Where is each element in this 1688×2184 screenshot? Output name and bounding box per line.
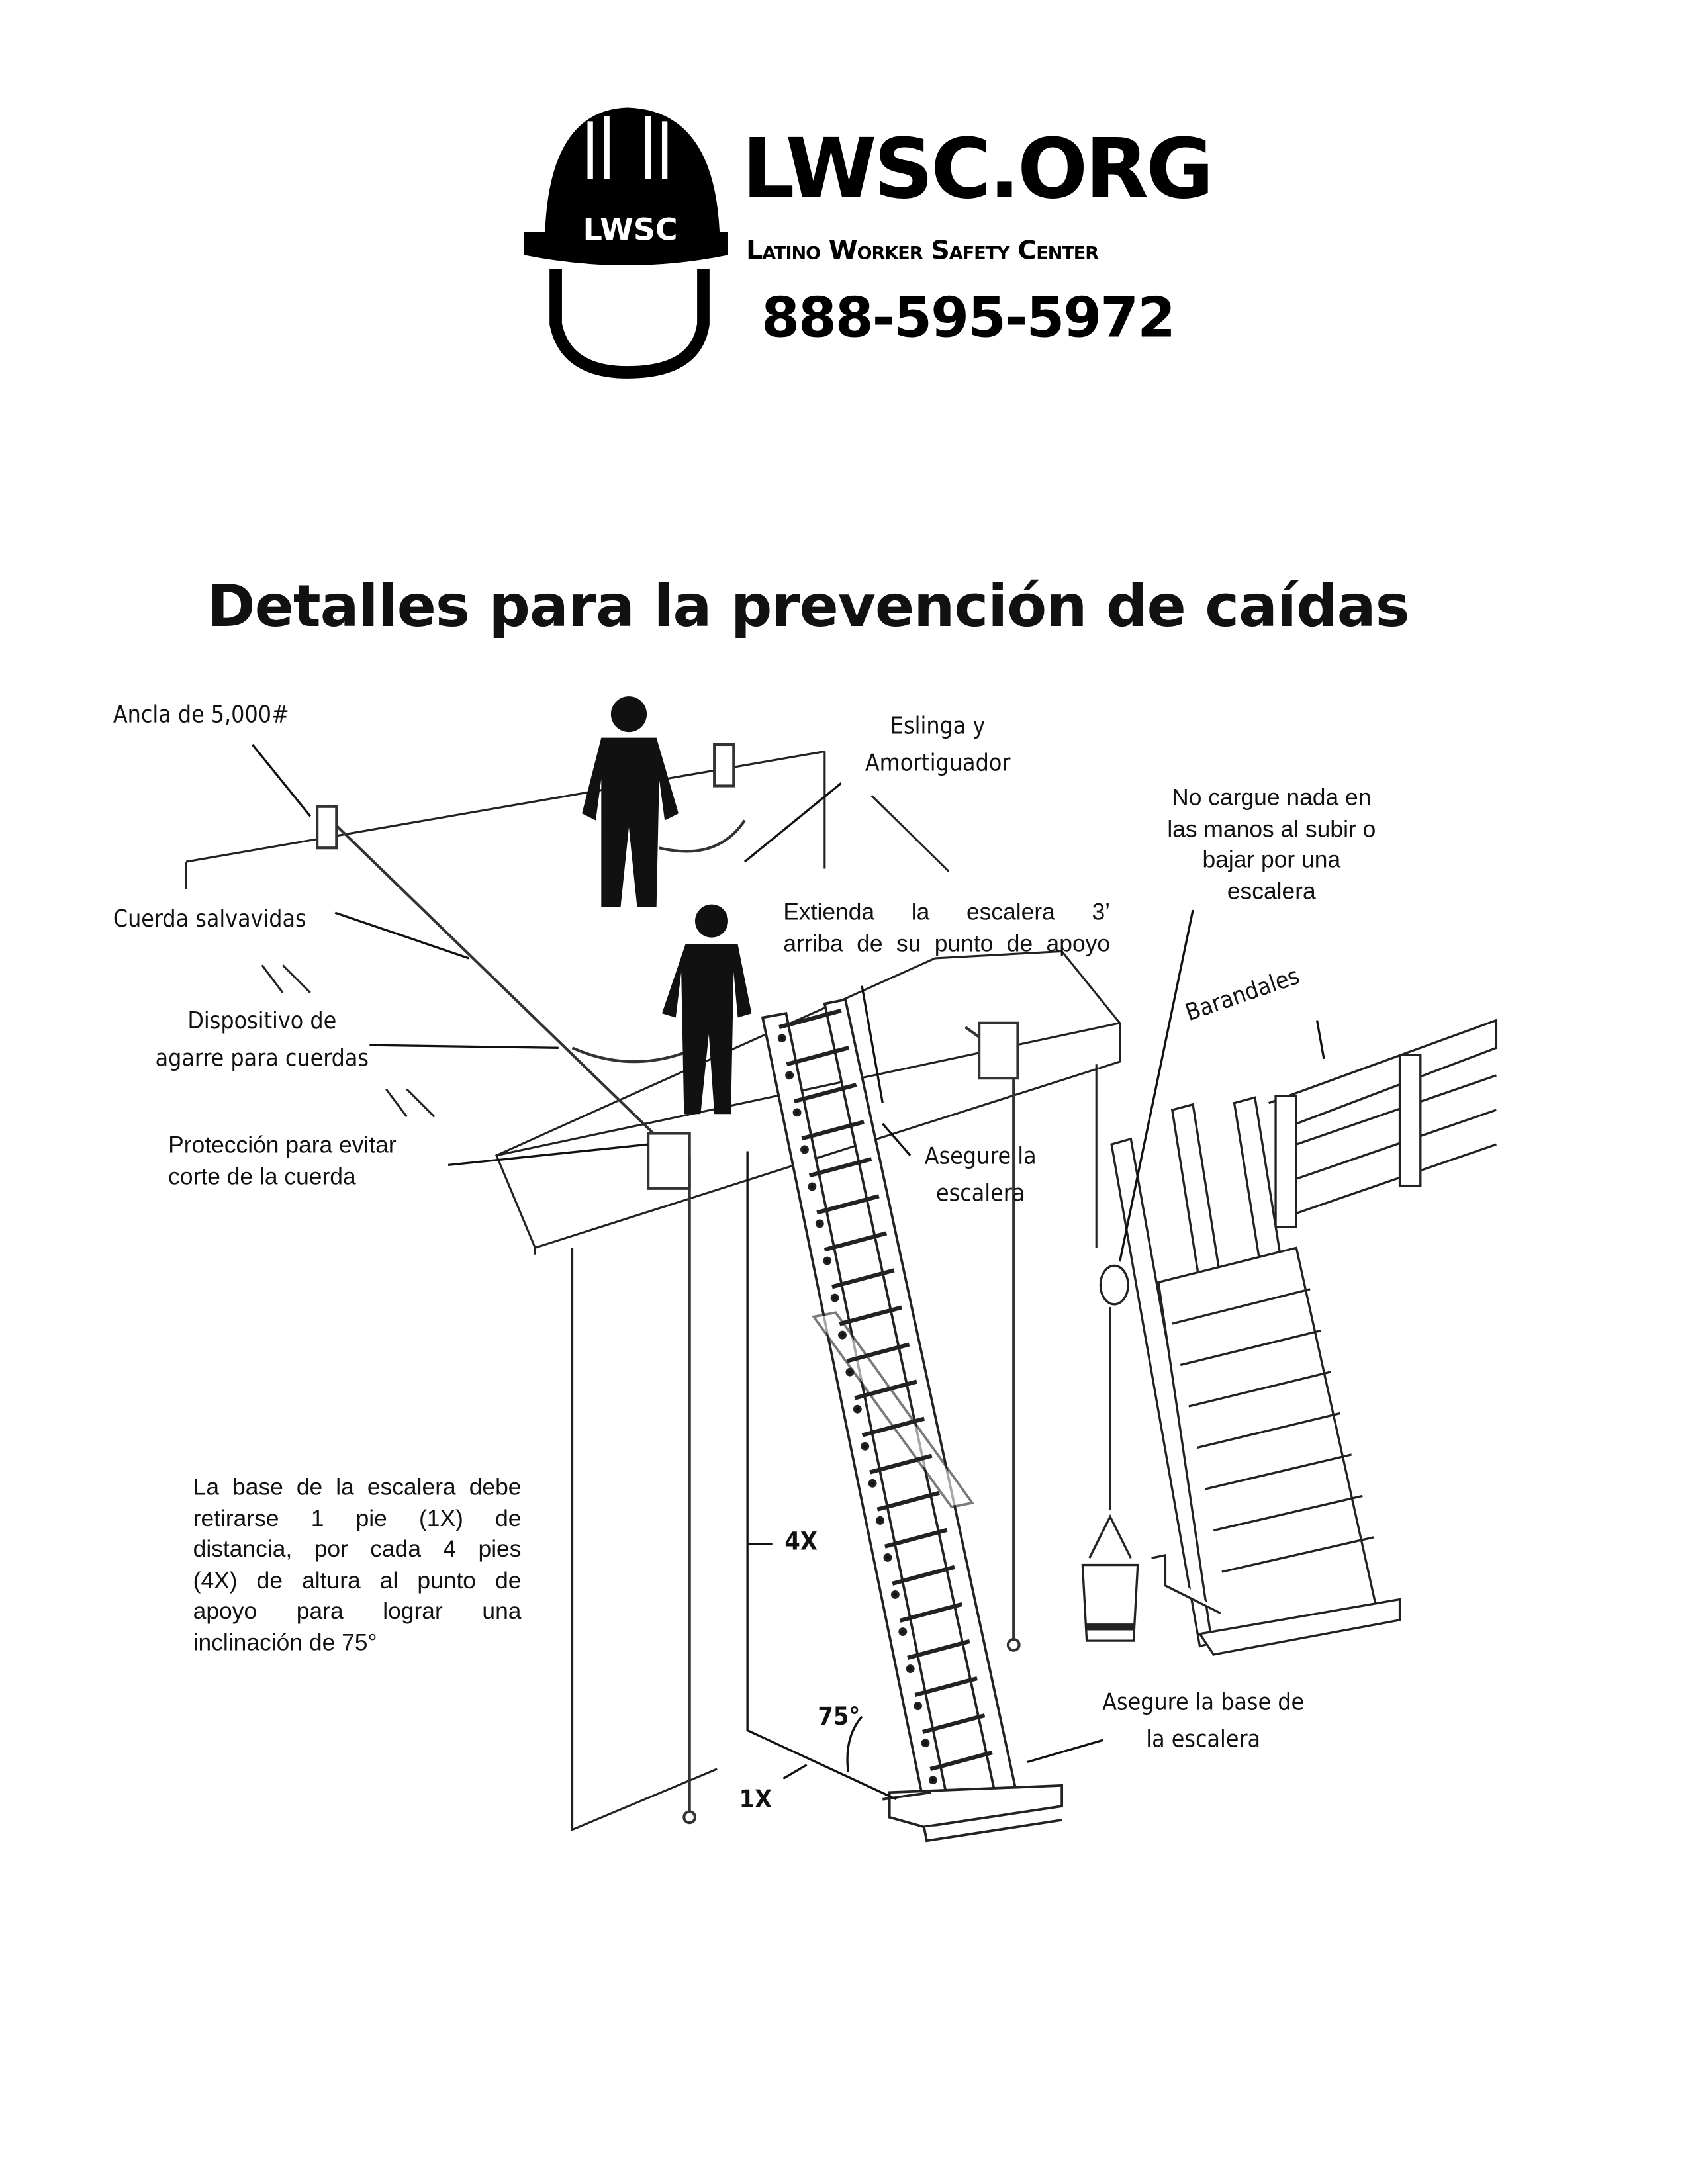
label-lanyard-line: Amortiguador [865, 750, 1011, 778]
organization-name: Latino Worker Safety Center [746, 236, 1099, 267]
ladder-rivet [792, 1108, 802, 1117]
ladder-rung [922, 1713, 986, 1735]
ladder-rung [929, 1751, 993, 1772]
lifeline [316, 743, 1021, 1825]
label-hands-free: No cargue nada en las manos al subir o b… [1145, 783, 1398, 907]
label-line: agarre para cuerdas [155, 1045, 369, 1073]
label-line: Dispositivo de [187, 1007, 337, 1036]
ladder-rung [899, 1602, 963, 1623]
ladder-rung [794, 1083, 857, 1104]
worker-figures [582, 696, 752, 1115]
site-name: LWSC.ORG [741, 121, 1214, 218]
ladder-rung [823, 1231, 888, 1252]
ladder-rivet [838, 1330, 847, 1340]
label-line: las manos al subir o [1167, 815, 1376, 842]
label-secure-base: Asegure la base de la escalera [1076, 1685, 1331, 1759]
guardrail-scaffold [1110, 1019, 1498, 1656]
label-angle: 75° [818, 1702, 861, 1732]
label-line: apoyo para lograr una [193, 1598, 522, 1625]
ladder-rivet [785, 1071, 794, 1080]
ladder-rivet [808, 1182, 817, 1191]
ladder-rung [816, 1194, 880, 1215]
label-line: inclinación de 75° [193, 1629, 377, 1656]
ladder-rivet [906, 1664, 915, 1674]
ladder-rivet [830, 1293, 839, 1302]
ladder-rivet [898, 1627, 908, 1636]
label-height-4x: 4X [784, 1527, 818, 1557]
bucket-and-rope [1081, 1264, 1139, 1642]
ladder-rivet [883, 1553, 892, 1562]
ladder-rivet [928, 1776, 937, 1785]
ladder-rivet [876, 1516, 885, 1525]
ladder-rung [854, 1379, 917, 1400]
label-line: (4X) de altura al punto de [193, 1567, 522, 1594]
ladder-rivet [815, 1219, 824, 1228]
label-lanyard: Eslinga y Amortiguador [841, 709, 1035, 783]
helmet-logo: LWSC [524, 107, 728, 379]
ladder-rung [861, 1416, 925, 1437]
label-line: La base de la escalera debe [193, 1474, 522, 1500]
ladder-rung [869, 1453, 933, 1475]
label-line: Extienda la escalera 3’ [783, 899, 1111, 925]
ladder-rung [914, 1676, 978, 1697]
ladder-rung [786, 1046, 850, 1067]
dimension-arrows [746, 985, 897, 1801]
ladder-rung [831, 1268, 895, 1289]
label-line: corte de la cuerda [168, 1163, 356, 1189]
ladder-rung [884, 1527, 948, 1549]
label-line: distancia, por cada 4 pies [193, 1535, 522, 1563]
ladder-rivet [861, 1441, 870, 1451]
label-line: escalera [1227, 878, 1316, 904]
ladder-rung [907, 1639, 970, 1660]
ladder-rivet [868, 1479, 877, 1488]
label-line: Asegure la [924, 1143, 1037, 1171]
label-base-1x: 1X [739, 1785, 773, 1815]
ladder-rivet [800, 1145, 809, 1154]
ladder-rivet [890, 1590, 900, 1599]
extension-ladder [761, 998, 1064, 1843]
ladder-rivet [921, 1739, 930, 1748]
page-title: Detalles para la prevención de caídas [207, 572, 1410, 640]
svg-text:LWSC: LWSC [583, 211, 678, 247]
label-extend-ladder: Extienda la escalera 3’ arriba de su pun… [783, 897, 1110, 960]
label-line: Protección para evitar [168, 1132, 397, 1158]
ladder-rung [801, 1120, 865, 1141]
ladder-rung [876, 1490, 940, 1512]
label-rope-grab: Dispositivo de agarre para cuerdas [124, 1004, 400, 1078]
label-anchor: Ancla de 5,000# [113, 702, 289, 730]
ladder-rung [808, 1157, 872, 1178]
phone-number: 888-595-5972 [761, 287, 1176, 351]
label-line: Asegure la base de [1102, 1689, 1305, 1717]
label-base-rule: La base de la escalera debe retirarse 1 … [193, 1473, 522, 1659]
ladder-rivet [845, 1367, 855, 1377]
ladder-rung [846, 1342, 910, 1363]
ladder-rung [778, 1009, 842, 1030]
label-line: la escalera [1146, 1726, 1261, 1754]
label-lifeline: Cuerda salvavidas [113, 905, 306, 934]
label-line: No cargue nada en [1172, 784, 1372, 811]
label-line: escalera [936, 1180, 1025, 1208]
label-pointer-arrows [251, 743, 1325, 1780]
label-lanyard-line: Eslinga y [890, 713, 986, 741]
ladder-rung [892, 1565, 955, 1586]
label-line: retirarse 1 pie (1X) de [193, 1504, 522, 1531]
label-line: arriba de su punto de apoyo [783, 930, 1111, 956]
label-secure-ladder: Asegure la escalera [896, 1139, 1064, 1213]
label-line: bajar por una [1202, 846, 1341, 873]
ladder-rivet [853, 1404, 862, 1414]
ladder-rivet [914, 1702, 923, 1711]
ladder-rivet [777, 1034, 786, 1043]
ladder-rivet [823, 1256, 832, 1265]
label-edge-protection: Protección para evitar corte de la cuerd… [168, 1130, 397, 1193]
ladder-rung [839, 1305, 902, 1326]
